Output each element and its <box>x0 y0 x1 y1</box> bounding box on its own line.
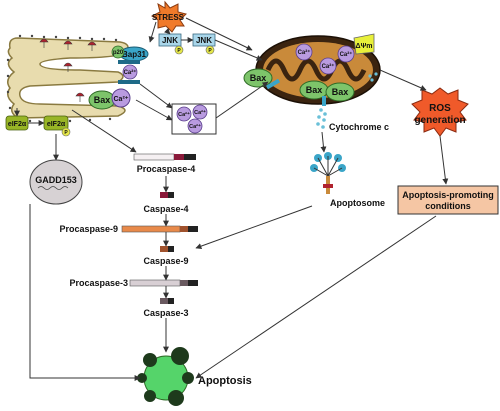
jnk-right-label: JNK <box>196 36 212 45</box>
procaspase-4-bar <box>133 153 196 161</box>
caspase-4-mark <box>160 192 174 198</box>
pathway-arrows <box>14 17 449 381</box>
procaspase3-label: Procaspase-3 <box>69 278 128 288</box>
eif2a-pathway: eIF2α eIF2α P <box>5 115 71 137</box>
apoptosome: Apoptosome <box>310 152 385 208</box>
caspase3-label: Caspase-3 <box>143 308 188 318</box>
cytochrome-c: Cytochrome c <box>316 108 389 132</box>
caspase-9-mark <box>160 246 174 252</box>
jnk-right: JNK P <box>192 33 216 55</box>
bap31-label: Bap31 <box>122 50 147 59</box>
eif2a-left-label: eIF2α <box>8 121 27 128</box>
ca-box-label-1: Ca²⁺ <box>178 111 190 118</box>
jnk-left: JNK P <box>158 33 184 55</box>
calcium-release-box: Ca²⁺ Ca²⁺ Ca²⁺ <box>171 103 217 135</box>
caspase-3-mark <box>160 298 174 304</box>
jnk-left-label: JNK <box>162 36 178 45</box>
procaspase-3-bar <box>129 279 198 287</box>
delta-psi-label: ΔΨm <box>356 43 373 50</box>
conditions-line1: Apoptosis-promoting <box>402 190 494 200</box>
ros-generation: ROS generation <box>411 87 469 137</box>
phospho-jnk-right: P <box>208 48 212 54</box>
bax-er-label: Bax <box>94 95 111 105</box>
procaspase-9-bar <box>121 225 198 233</box>
stress-burst: STRESS <box>151 0 187 33</box>
ca-box-label-3: Ca²⁺ <box>189 123 201 130</box>
caspase4-label: Caspase-4 <box>143 204 188 214</box>
ros-line1: ROS <box>429 103 451 114</box>
ca-mito-label-3: Ca²⁺ <box>340 51 353 58</box>
ca-mito-label-1: Ca²⁺ <box>298 49 311 56</box>
phospho-jnk-left: P <box>177 48 181 54</box>
bax-calcium-er: Bax Ca²⁺ <box>88 88 131 110</box>
bax-mito-left-label: Bax <box>250 73 267 83</box>
apoptosis-conditions: Apoptosis-promoting conditions <box>397 185 499 215</box>
procaspase4-label: Procaspase-4 <box>137 164 196 174</box>
bax-mito-bottom2-label: Bax <box>332 87 349 97</box>
phospho-eif2a: P <box>64 130 68 136</box>
bax-mito-bottom1-label: Bax <box>306 85 323 95</box>
caspase9-label: Caspase-9 <box>143 256 188 266</box>
endoplasmic-reticulum <box>6 34 129 123</box>
ca-er-label-2: Ca²⁺ <box>114 96 129 103</box>
apoptosome-label: Apoptosome <box>330 198 385 208</box>
gadd153-label: GADD153 <box>35 175 77 185</box>
bax-mitochondrion: Bax Bax Bax <box>243 68 355 106</box>
cytochrome-c-label: Cytochrome c <box>329 122 389 132</box>
p20-label: p20 <box>113 50 124 56</box>
ca-box-label-2: Ca²⁺ <box>194 109 206 116</box>
procaspase9-label: Procaspase-9 <box>59 224 118 234</box>
ca-er-label-1: Ca²⁺ <box>124 69 137 76</box>
apoptosis-label: Apoptosis <box>198 375 252 387</box>
ca-mito-label-2: Ca²⁺ <box>322 63 335 70</box>
apoptotic-cell <box>137 347 194 406</box>
gadd153-nucleus: GADD153 <box>29 159 83 205</box>
eif2a-right-label: eIF2α <box>47 121 66 128</box>
stress-label: STRESS <box>152 13 185 22</box>
ros-line2: generation <box>414 115 465 126</box>
conditions-line2: conditions <box>425 201 471 211</box>
bap31-complex: Bap31 p20 Ca²⁺ <box>111 45 149 84</box>
